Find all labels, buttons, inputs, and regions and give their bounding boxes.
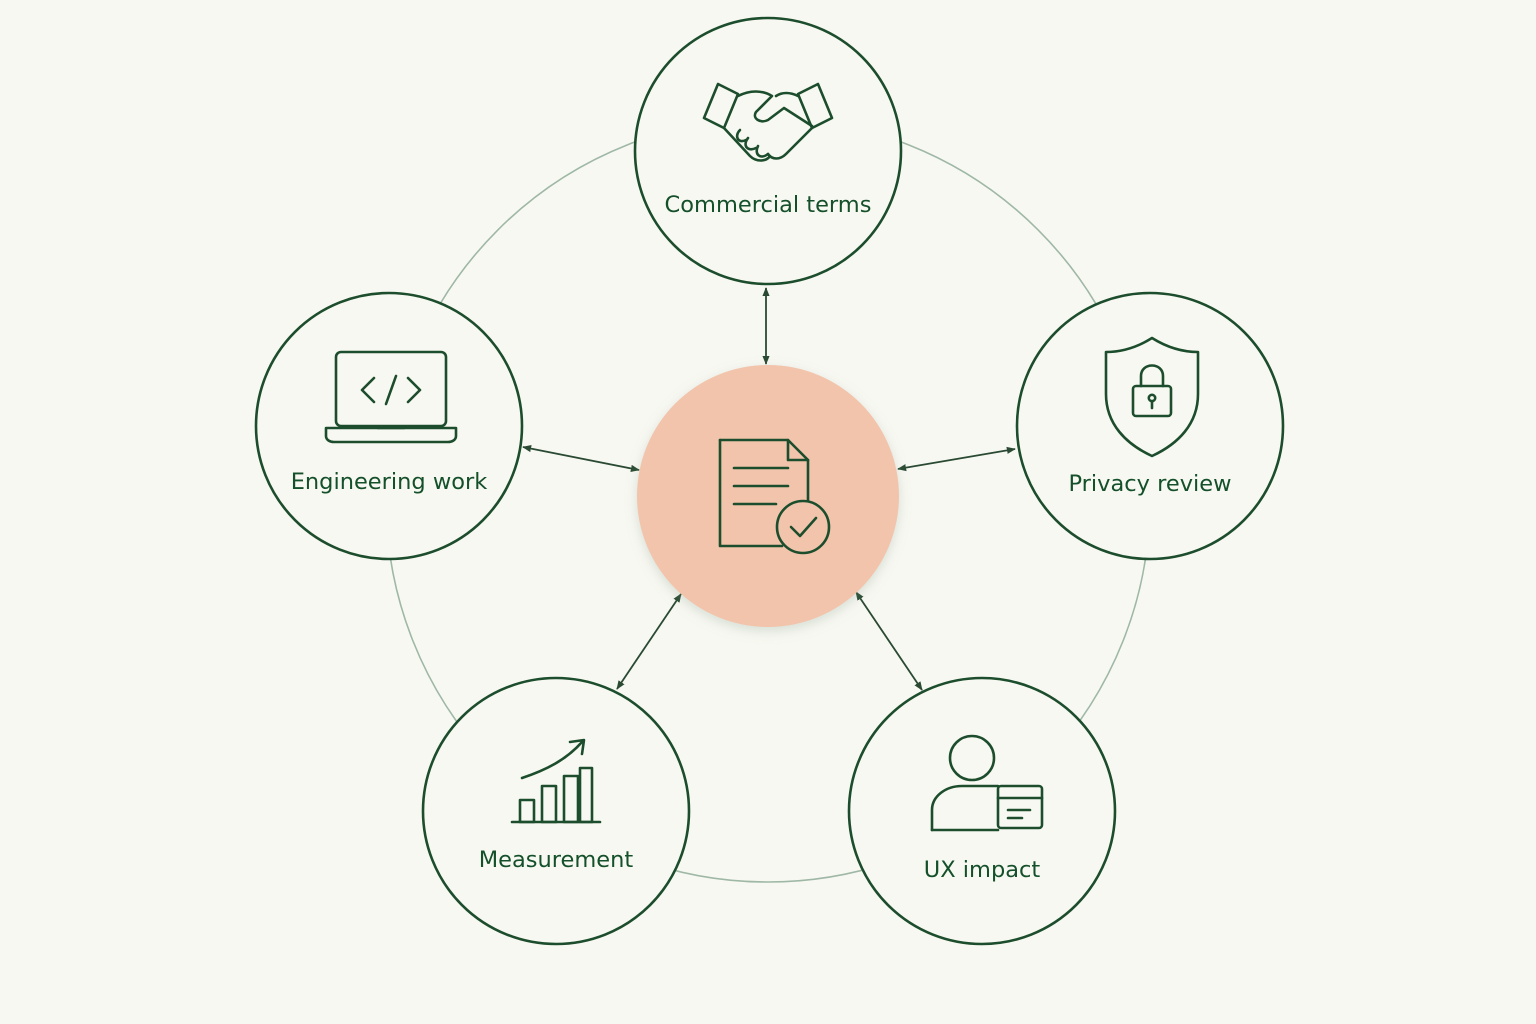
- connectors: [522, 287, 1016, 691]
- node-circle: [1015, 291, 1285, 561]
- shield-lock-icon: [1104, 336, 1200, 458]
- node-label: Commercial terms: [665, 192, 872, 218]
- node-privacy-review: Privacy review: [1015, 291, 1285, 561]
- node-commercial-terms: Commercial terms: [633, 16, 903, 286]
- node-ux-impact: UX impact: [847, 676, 1117, 946]
- connector-measurement: [616, 593, 682, 690]
- laptop-code-icon: [324, 350, 458, 444]
- node-circle: [633, 16, 903, 286]
- connector-engineering: [522, 445, 640, 472]
- document-check-icon: [718, 438, 831, 555]
- node-label: Engineering work: [291, 469, 488, 495]
- connector-ux: [855, 591, 923, 691]
- hub-node: [637, 365, 899, 627]
- bar-chart-growth-icon: [510, 738, 602, 824]
- node-engineering-work: Engineering work: [254, 291, 524, 561]
- handshake-icon: [702, 82, 834, 162]
- node-circle: [847, 676, 1117, 946]
- node-label: UX impact: [924, 857, 1041, 883]
- user-window-icon: [930, 734, 1044, 832]
- node-label: Privacy review: [1068, 471, 1231, 497]
- connector-privacy: [897, 446, 1016, 472]
- node-label: Measurement: [479, 847, 634, 873]
- hub-circle: [637, 365, 899, 627]
- node-measurement: Measurement: [421, 676, 691, 946]
